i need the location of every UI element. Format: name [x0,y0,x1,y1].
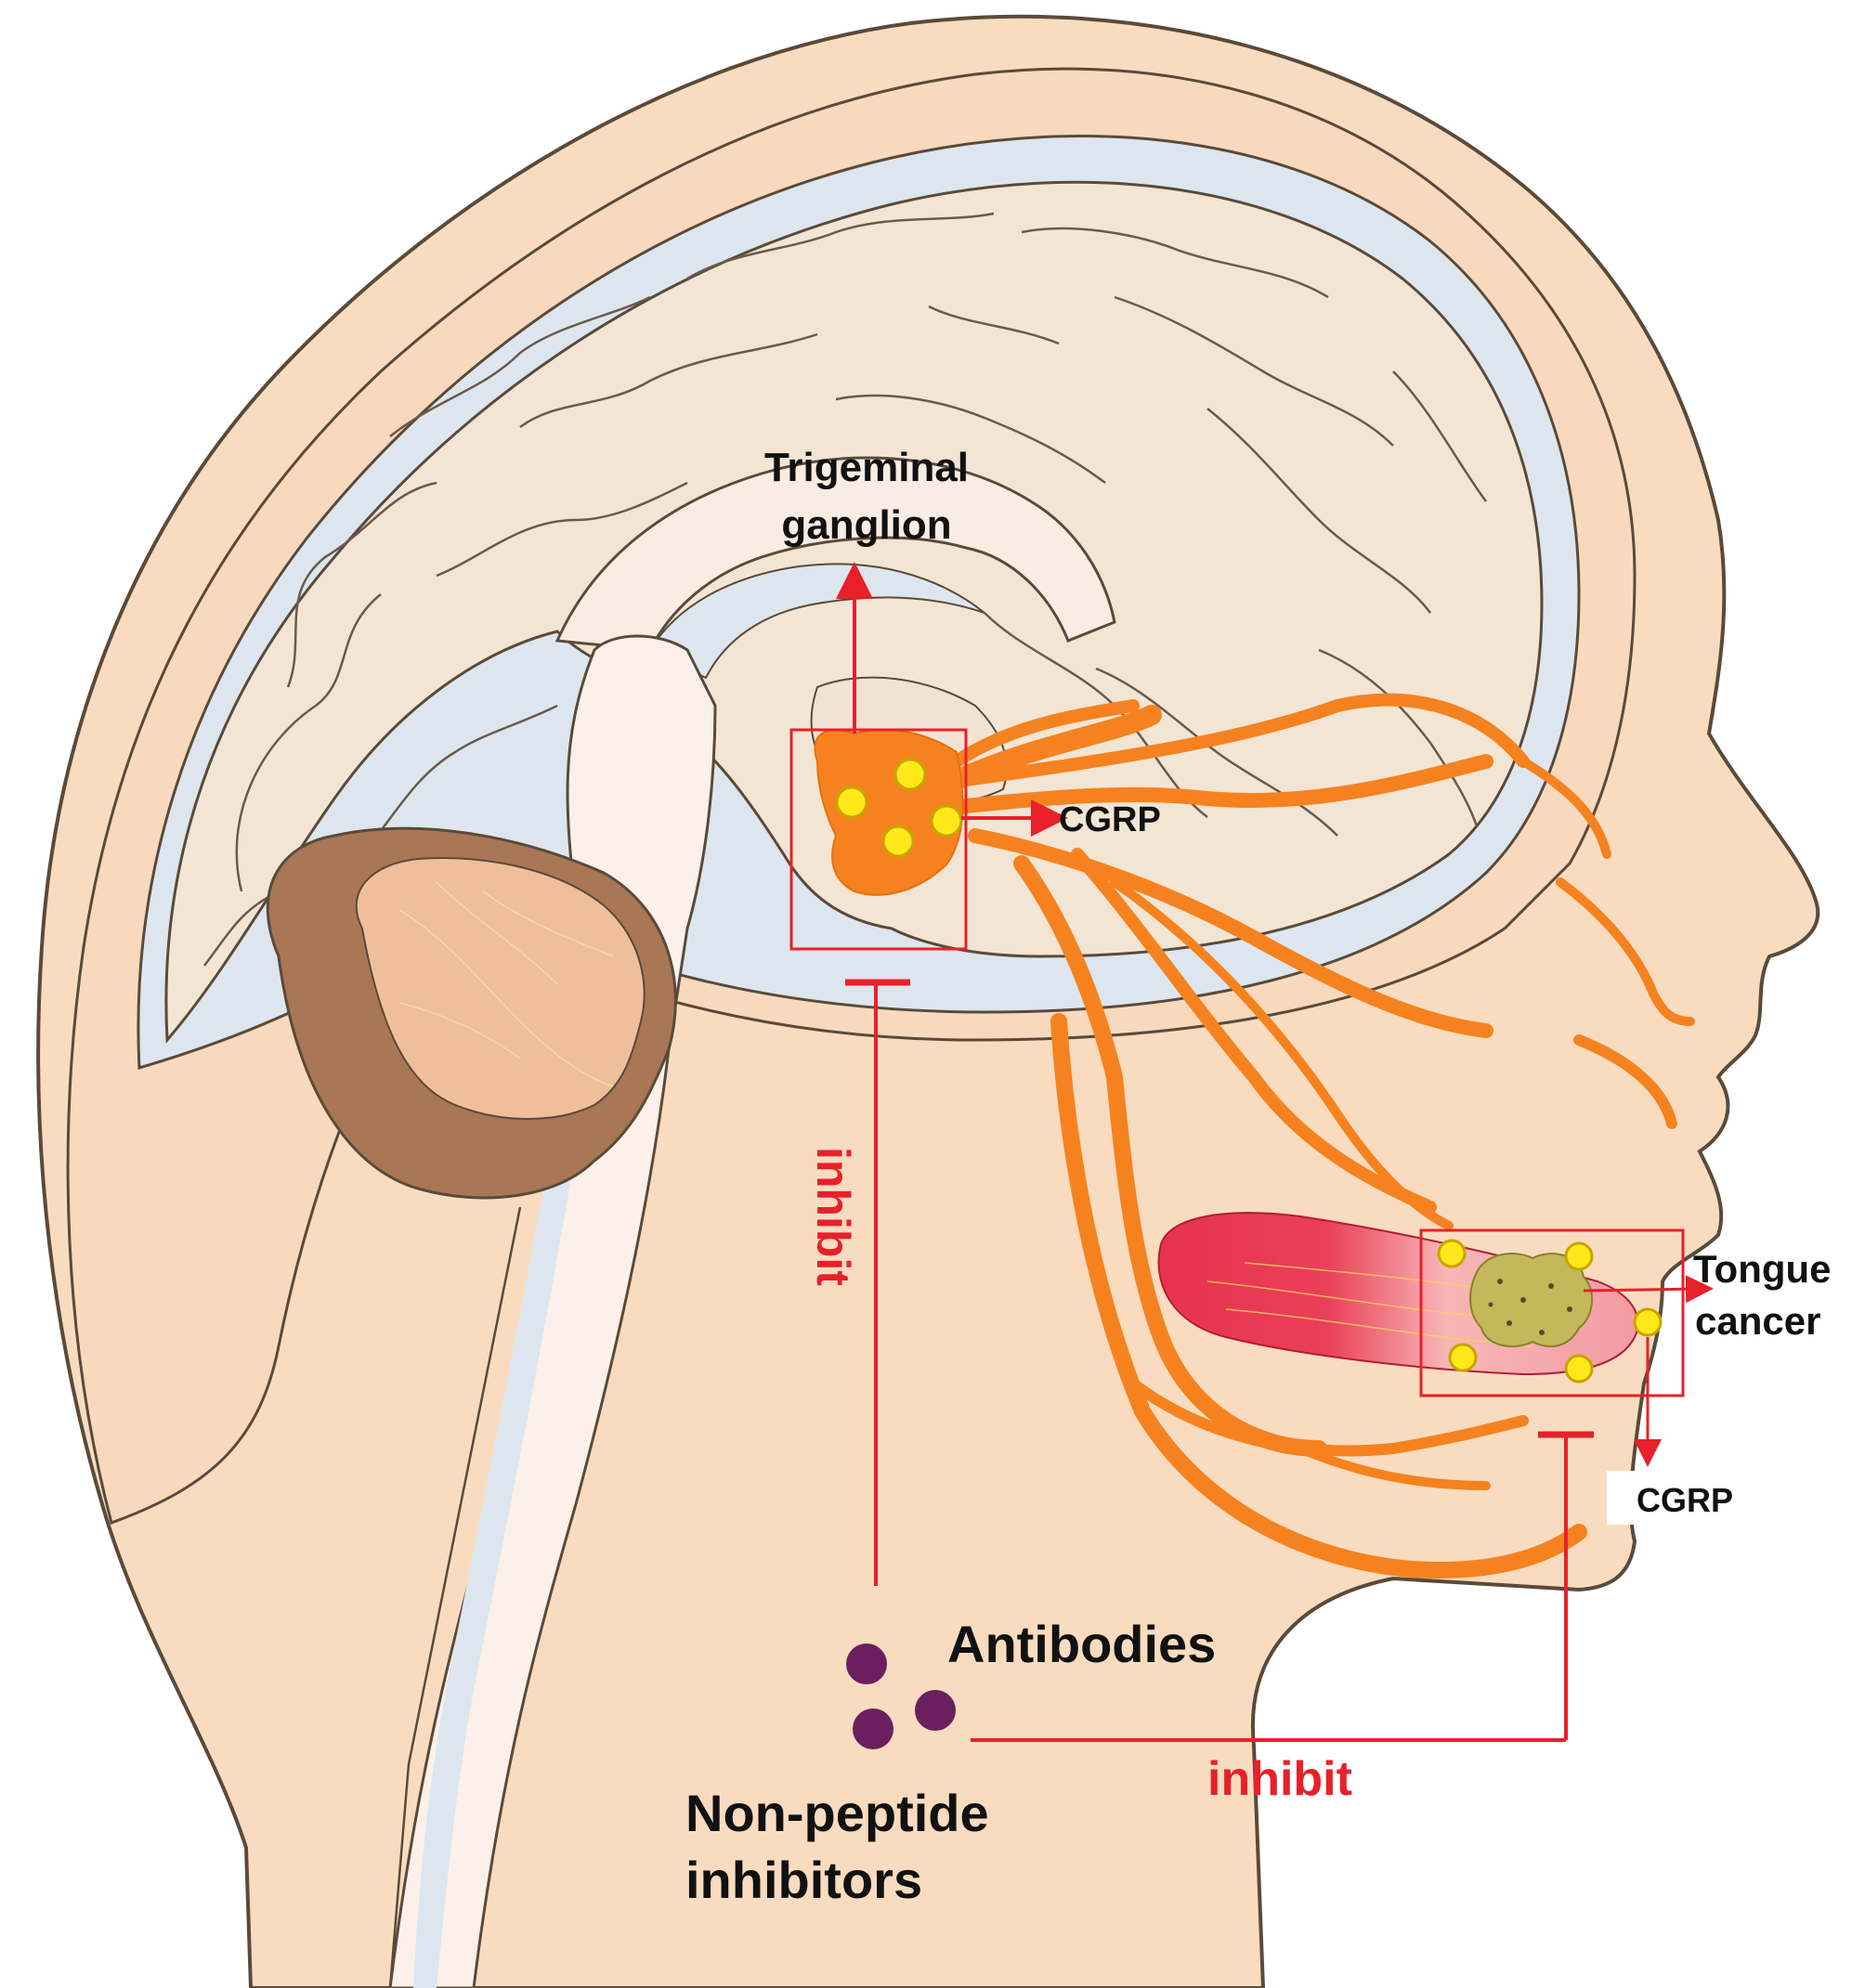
arrow-to-tongue-label [1583,1275,1714,1304]
drug-molecule [853,1709,893,1749]
spinal-canal-line [388,1206,522,1988]
tongue-neuron [1564,1241,1594,1271]
ganglion-box [789,728,968,951]
ganglion-neuron [881,825,915,858]
trigeminal-label-line1: Trigeminal [764,445,969,490]
ganglion-neurons [835,758,963,858]
tongue-box [1419,1228,1685,1397]
cerebellum-inner [355,857,646,1120]
tongue-neuron [1448,1343,1478,1372]
corpus-callosum [554,456,1116,652]
inhibit-vertical-label: inhibit [807,1147,859,1286]
tongue-neuron [1564,1354,1594,1384]
trigeminal-nerve [940,693,1695,1579]
nonpeptide-label-line1: Non-peptide [685,1784,989,1842]
trigeminal-label-line2: ganglion [781,502,951,548]
spinal-canal-band [413,1114,580,1988]
tongue-cancer-label-line2: cancer [1695,1299,1820,1343]
drug-molecule [846,1644,887,1684]
inhibit-line-tongue [971,1431,1594,1742]
cgrp-tongue-label: CGRP [1637,1481,1733,1519]
inhibit-horizontal-label: inhibit [1207,1752,1352,1806]
antibodies-label: Antibodies [947,1615,1216,1673]
tongue-neuron [1633,1307,1663,1337]
ganglion-neuron [893,758,927,791]
cgrp-label-bg [1607,1471,1765,1525]
tongue-neurons [1437,1239,1663,1384]
nonpeptide-label-line2: inhibitors [685,1851,922,1909]
tumor [1469,1253,1594,1347]
drug-molecule [915,1690,956,1731]
cgrp-ganglion-label: CGRP [1059,800,1161,839]
ganglion-neuron [930,804,963,838]
tongue-neuron [1437,1239,1467,1268]
ganglion-neuron [835,786,868,819]
ventricle [648,563,985,680]
drug-molecules [846,1644,956,1749]
tongue-cancer-label-line1: Tongue [1693,1247,1832,1291]
inhibit-line-ganglion [845,979,910,1586]
cerebellum-folia [398,881,614,1087]
